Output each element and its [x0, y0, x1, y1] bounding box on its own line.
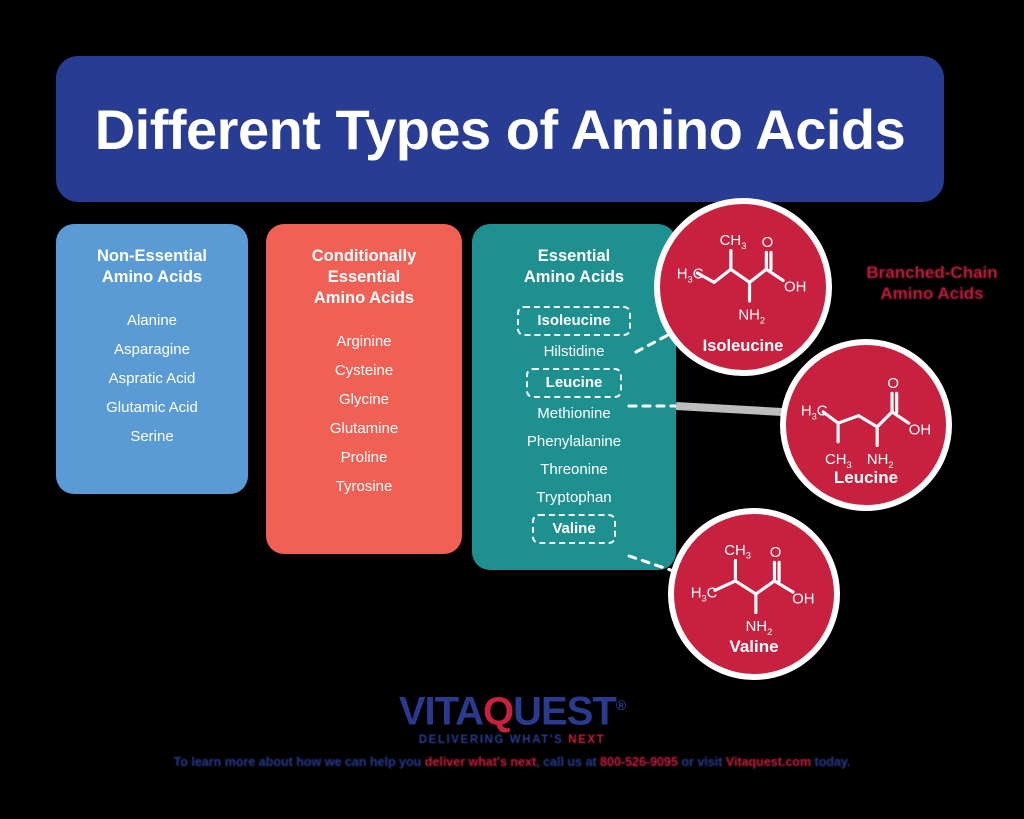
bcaa-highlight-box: Isoleucine	[517, 306, 631, 336]
footer-text-3: or visit	[677, 755, 726, 769]
footer-phone-number[interactable]: 800-526-9095	[600, 755, 678, 769]
atom-label-h3c: H3C	[691, 586, 718, 604]
atom-label-o: O	[770, 545, 782, 561]
list-item: Asparagine	[114, 341, 190, 358]
atom-label-h3c: H3C	[677, 266, 704, 285]
page-title: Different Types of Amino Acids	[94, 97, 906, 161]
list-item: Cysteine	[334, 362, 394, 379]
atom-label-ch3: CH3	[825, 452, 852, 470]
bcaa-highlight-box: Leucine	[525, 368, 623, 398]
list-item: Serine	[130, 428, 174, 445]
atom-label-nh2: NH2	[746, 619, 773, 637]
branched-chain-label: Branched-Chain Amino Acids	[866, 263, 998, 303]
logo-part-uest: UEST	[513, 689, 617, 734]
list-item: Methionine	[537, 405, 611, 422]
header-banner: Different Types of Amino Acids	[56, 56, 944, 202]
logo-part-q: Q	[483, 689, 514, 734]
logo-wordmark: VITAQUEST®	[398, 684, 626, 734]
logo-trademark: ®	[615, 697, 626, 713]
molecule-name-valine: Valine	[729, 637, 779, 656]
list-item-highlighted: Isoleucine	[472, 304, 676, 338]
atom-label-o: O	[762, 234, 774, 251]
footer-cta: To learn more about how we can help you …	[0, 755, 1024, 769]
footer-text-4: today.	[811, 755, 851, 769]
list-item: Glutamine	[329, 420, 399, 437]
logo-tagline: DELIVERING WHAT'S NEXT	[0, 734, 1024, 746]
footer-website-link[interactable]: Vitaquest.com	[725, 755, 812, 769]
panel-conditionally-essential-title: Conditionally Essential Amino Acids	[311, 247, 417, 307]
valine-structure-icon: H3C CH3 O OH NH2	[691, 543, 815, 637]
atom-label-nh2: NH2	[738, 307, 765, 326]
panel-non-essential-list: Alanine Asparagine Aspratic Acid Glutami…	[56, 306, 248, 451]
panel-conditionally-essential: Conditionally Essential Amino Acids Argi…	[266, 224, 462, 554]
atom-label-oh: OH	[909, 422, 931, 438]
list-item: Aspratic Acid	[108, 370, 196, 387]
panel-conditionally-essential-list: Arginine Cysteine Glycine Glutamine Prol…	[266, 327, 462, 501]
logo-part-vita: VITA	[398, 689, 484, 734]
atom-label-o: O	[887, 376, 899, 392]
list-item: Tryptophan	[536, 489, 612, 506]
molecule-isoleucine: H3C CH3 O OH NH2 Isoleucine	[654, 198, 832, 376]
list-item: Alanine	[126, 312, 178, 329]
list-item: Glutamic Acid	[106, 399, 198, 416]
list-item-highlighted: Leucine	[472, 366, 676, 400]
molecule-name-isoleucine: Isoleucine	[702, 337, 784, 355]
isoleucine-structure-icon: H3C CH3 O OH NH2	[677, 232, 807, 326]
list-item: Tyrosine	[335, 478, 393, 495]
list-item: Threonine	[540, 461, 608, 478]
atom-label-ch3: CH3	[720, 232, 747, 251]
bcaa-highlight-box: Valine	[532, 514, 616, 544]
footer-text-1: To learn more about how we can help you	[173, 755, 425, 769]
list-item: Phenylalanine	[526, 433, 622, 450]
atom-label-oh: OH	[792, 591, 814, 607]
panel-non-essential: Non-Essential Amino Acids Alanine Aspara…	[56, 224, 248, 494]
list-item: Arginine	[336, 333, 392, 350]
panel-essential-list: Isoleucine Hilstidine Leucine Methionine…	[472, 304, 676, 546]
leucine-structure-icon: H3C CH3 O OH NH2	[801, 376, 931, 470]
list-item: Proline	[340, 449, 388, 466]
footer-highlight-1: deliver what's next	[424, 755, 537, 769]
logo-tagline-accent: NEXT	[568, 734, 606, 747]
list-item: Hilstidine	[543, 343, 605, 360]
molecule-leucine: H3C CH3 O OH NH2 Leucine	[780, 339, 952, 511]
atom-label-ch3: CH3	[724, 543, 751, 561]
atom-label-oh: OH	[784, 279, 806, 296]
logo-tagline-main: DELIVERING WHAT'S	[418, 734, 569, 747]
panel-essential: Essential Amino Acids Isoleucine Hilstid…	[472, 224, 676, 570]
panel-non-essential-title: Non-Essential Amino Acids	[96, 247, 208, 286]
footer-text-2: , call us at	[536, 755, 601, 769]
atom-label-h3c: H3C	[801, 404, 828, 422]
panel-essential-title: Essential Amino Acids	[523, 247, 625, 286]
atom-label-nh2: NH2	[867, 452, 894, 470]
molecule-valine: H3C CH3 O OH NH2 Valine	[668, 508, 840, 680]
brand-logo: VITAQUEST® DELIVERING WHAT'S NEXT	[0, 684, 1024, 746]
list-item-highlighted: Valine	[472, 512, 676, 546]
list-item: Glycine	[338, 391, 390, 408]
molecule-name-leucine: Leucine	[833, 468, 899, 487]
